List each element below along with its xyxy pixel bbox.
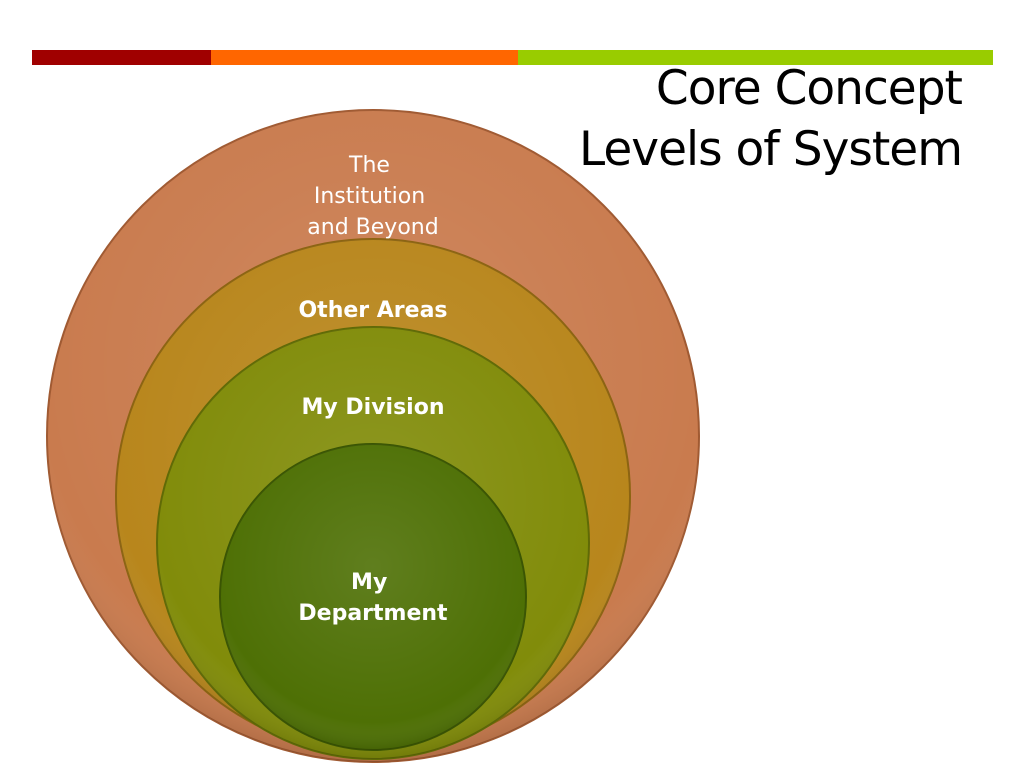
label-my-department-line-2: Department [298, 601, 448, 626]
label-institution-line-1: The [348, 153, 390, 178]
accent-bar [32, 50, 993, 65]
accent-bar-green [518, 50, 993, 65]
label-my-department-line-1: My [351, 570, 387, 595]
label-my-department: My Department [298, 570, 448, 626]
slide-title: Core Concept Levels of System [579, 58, 963, 180]
title-line-1: Core Concept [655, 61, 963, 116]
label-institution-line-2: Institution [314, 184, 425, 209]
accent-bar-red [32, 50, 211, 65]
label-institution: The Institution and Beyond [307, 153, 438, 240]
label-other-areas: Other Areas [298, 298, 447, 323]
label-my-division: My Division [302, 395, 445, 420]
label-institution-line-3: and Beyond [307, 215, 438, 240]
accent-bar-orange [211, 50, 518, 65]
circle-my-department-shade [220, 444, 526, 750]
title-line-2: Levels of System [579, 122, 963, 177]
